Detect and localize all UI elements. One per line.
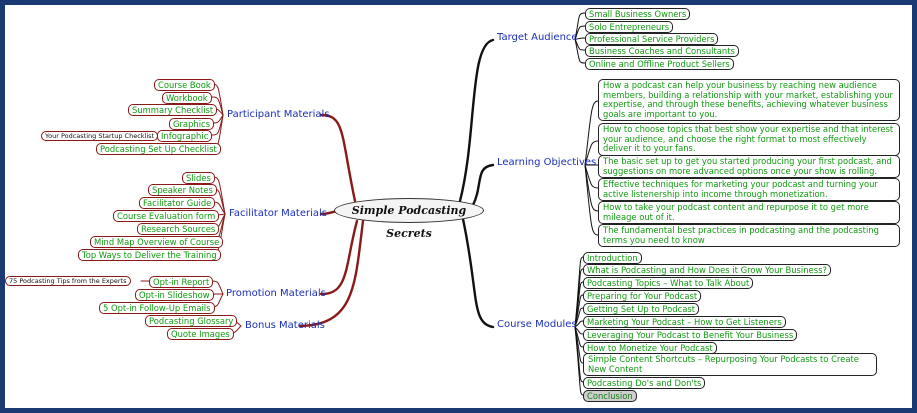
branch-facilitator-materials[interactable]: Facilitator Materials — [229, 208, 328, 219]
link-lo-6 — [584, 164, 599, 236]
leaf-followup-emails[interactable]: 5 Opt-in Follow-Up Emails — [99, 302, 215, 314]
leaf-quote-images[interactable]: Quote Images — [167, 328, 234, 340]
objective-2[interactable]: How to choose topics that best show your… — [598, 123, 900, 156]
leaf-optin-report[interactable]: Opt-in Report — [149, 276, 214, 288]
module-getting-set-up[interactable]: Getting Set Up to Podcast — [583, 303, 699, 315]
mind-map-canvas: Simple Podcasting Secrets Target Audienc… — [5, 5, 912, 408]
link-cm-3 — [574, 281, 584, 328]
central-topic[interactable]: Simple Podcasting Secrets — [334, 198, 484, 240]
leaf-speaker-notes[interactable]: Speaker Notes — [148, 184, 217, 196]
link-central-promotion — [319, 219, 359, 296]
link-lo-4 — [584, 164, 599, 189]
leaf-product-sellers[interactable]: Online and Offline Product Sellers — [585, 58, 734, 70]
leaf-summary-checklist[interactable]: Summary Checklist — [128, 104, 218, 116]
module-marketing[interactable]: Marketing Your Podcast – How to Get List… — [583, 316, 786, 328]
branch-learning-objectives[interactable]: Learning Objectives — [497, 157, 597, 168]
branch-bonus-materials[interactable]: Bonus Materials — [245, 320, 325, 331]
module-podcasting-topics[interactable]: Podcasting Topics – What to Talk About — [583, 277, 754, 289]
module-introduction[interactable]: Introduction — [583, 252, 642, 264]
leaf-evaluation-form[interactable]: Course Evaluation form — [113, 210, 220, 222]
link-central-bonus — [298, 219, 365, 328]
leaf-podcasting-glossary[interactable]: Podcasting Glossary — [145, 315, 238, 327]
leaf-business-coaches[interactable]: Business Coaches and Consultants — [585, 45, 739, 57]
link-cm-11 — [574, 326, 584, 396]
link-central-target-audience — [458, 38, 495, 203]
objective-6[interactable]: The fundamental best practices in podcas… — [598, 224, 900, 248]
leaf-slides[interactable]: Slides — [182, 172, 215, 184]
link-pm-2 — [210, 96, 224, 116]
objective-3[interactable]: The basic set up to get you started prod… — [598, 155, 900, 179]
module-dos-and-donts[interactable]: Podcasting Do's and Don'ts — [583, 377, 706, 389]
module-what-is-podcasting[interactable]: What is Podcasting and How Does it Grow … — [583, 264, 831, 276]
leaf-podcasting-tips[interactable]: 75 Podcasting Tips from the Experts — [5, 276, 131, 286]
link-central-learning-objectives — [471, 163, 495, 207]
leaf-startup-checklist[interactable]: Your Podcasting Startup Checklist — [41, 131, 159, 141]
objective-5[interactable]: How to take your podcast content and rep… — [598, 201, 900, 225]
module-conclusion[interactable]: Conclusion — [583, 390, 637, 402]
leaf-workbook[interactable]: Workbook — [162, 92, 212, 104]
link-central-course-modules — [461, 217, 495, 329]
leaf-professional-service-providers[interactable]: Professional Service Providers — [585, 33, 719, 45]
leaf-facilitator-guide[interactable]: Facilitator Guide — [139, 197, 216, 209]
leaf-setup-checklist[interactable]: Podcasting Set Up Checklist — [96, 143, 221, 155]
link-ta-3 — [574, 37, 586, 40]
module-leveraging[interactable]: Leveraging Your Podcast to Benefit Your … — [583, 329, 798, 341]
link-ta-1 — [574, 12, 586, 40]
module-preparing[interactable]: Preparing for Your Podcast — [583, 290, 702, 302]
leaf-infographic[interactable]: Infographic — [157, 130, 213, 142]
leaf-course-book[interactable]: Course Book — [154, 79, 215, 91]
link-ta-4 — [574, 38, 586, 51]
objective-4[interactable]: Effective techniques for marketing your … — [598, 178, 900, 202]
branch-promotion-materials[interactable]: Promotion Materials — [226, 288, 326, 299]
module-content-shortcuts[interactable]: Simple Content Shortcuts – Repurposing Y… — [583, 353, 877, 377]
leaf-solo-entrepreneurs[interactable]: Solo Entrepreneurs — [585, 21, 674, 33]
link-central-participant — [319, 113, 357, 203]
leaf-graphics[interactable]: Graphics — [169, 118, 214, 130]
branch-participant-materials[interactable]: Participant Materials — [227, 109, 330, 120]
link-cm-4 — [574, 294, 584, 328]
link-cm-5 — [574, 307, 584, 328]
leaf-mind-map-overview[interactable]: Mind Map Overview of Course — [90, 236, 224, 248]
link-ta-5 — [574, 38, 586, 64]
link-lo-2 — [584, 140, 599, 166]
link-cm-7 — [574, 326, 584, 335]
branch-course-modules[interactable]: Course Modules — [497, 319, 577, 330]
leaf-research-sources[interactable]: Research Sources — [137, 223, 220, 235]
link-pr-1 — [211, 280, 224, 295]
objective-1[interactable]: How a podcast can help your business by … — [598, 79, 900, 122]
link-lo-1 — [584, 100, 599, 166]
leaf-small-business-owners[interactable]: Small Business Owners — [585, 8, 691, 20]
branch-target-audience[interactable]: Target Audience — [497, 32, 578, 43]
leaf-top-ways[interactable]: Top Ways to Deliver the Training — [78, 249, 221, 261]
leaf-optin-slideshow[interactable]: Opt-in Slideshow — [135, 289, 214, 301]
link-cm-6 — [574, 320, 584, 328]
link-ta-2 — [574, 25, 586, 40]
